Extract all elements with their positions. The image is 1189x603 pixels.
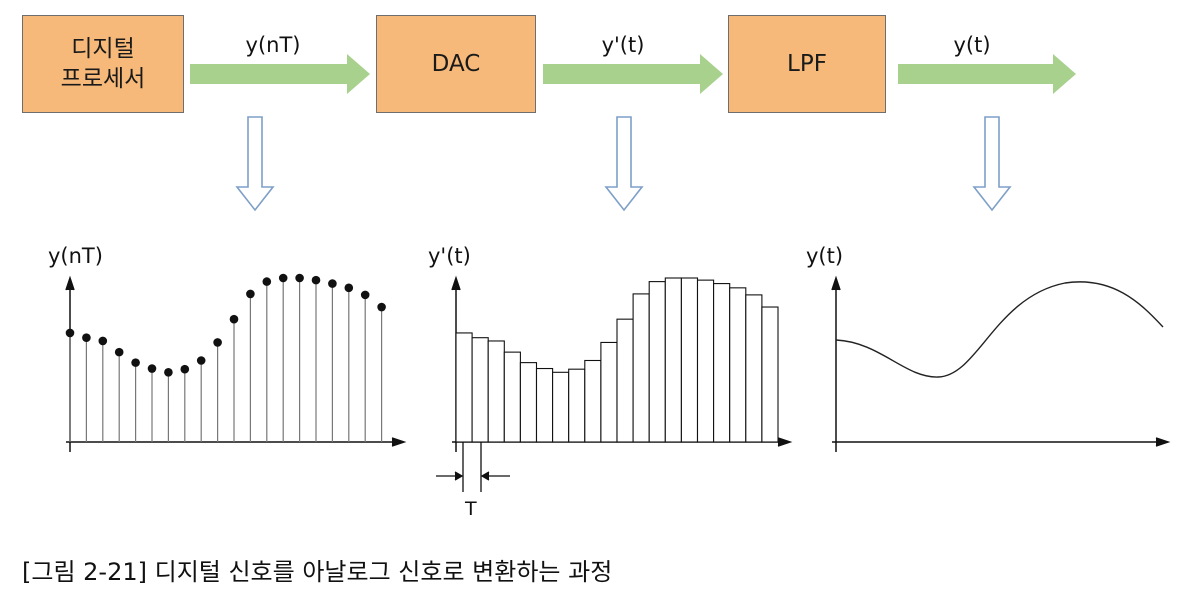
plot2-staircase	[455, 277, 779, 443]
hold-step	[552, 371, 570, 443]
flow-arrow-1	[190, 54, 370, 94]
hold-step	[616, 318, 634, 443]
hold-step	[600, 341, 618, 443]
hold-step	[471, 337, 489, 443]
dac-label: DAC	[431, 51, 481, 77]
flow-arrow-3	[898, 54, 1076, 94]
hold-step	[503, 351, 521, 443]
sample-point	[295, 273, 304, 283]
sample-point	[229, 314, 239, 324]
hold-step	[648, 281, 666, 443]
sample-point	[147, 364, 157, 373]
down-arrow-1	[235, 116, 275, 212]
hold-step	[729, 287, 747, 443]
sample-point	[360, 290, 370, 300]
plot1-axes	[65, 275, 407, 452]
sample-point	[311, 275, 321, 285]
period-marker	[436, 442, 510, 492]
down-arrow-3	[972, 116, 1012, 212]
plot3-title: y(t)	[806, 244, 844, 268]
sample-point	[164, 368, 173, 377]
hold-step	[487, 340, 505, 443]
sample-point	[278, 273, 288, 283]
dac-block: DAC	[376, 15, 536, 113]
hold-step	[455, 332, 473, 443]
hold-step	[664, 277, 682, 443]
digital-processor-block: 디지털 프로세서	[22, 15, 184, 113]
lpf-block: LPF	[728, 15, 886, 113]
sample-point	[114, 347, 124, 357]
hold-step	[761, 306, 779, 443]
hold-step	[713, 283, 731, 443]
sample-point	[65, 328, 75, 338]
figure-caption: [그림 2-21] 디지털 신호를 아날로그 신호로 변환하는 과정	[22, 558, 613, 586]
sample-point	[196, 356, 206, 365]
sample-point	[213, 338, 222, 347]
plot2-title: y'(t)	[428, 244, 471, 268]
hold-step	[696, 279, 715, 443]
sample-point	[131, 358, 140, 367]
signal-label-ynt: y(nT)	[245, 33, 301, 57]
signal-label-yt: y(t)	[953, 33, 991, 57]
hold-step	[745, 294, 763, 443]
plot3-smooth-curve	[835, 281, 1164, 378]
hold-step	[680, 277, 699, 443]
sample-point	[262, 277, 272, 286]
flow-arrow-2	[543, 54, 723, 94]
signal-label-yprime-t: y'(t)	[601, 33, 645, 57]
sample-point	[328, 279, 337, 288]
lpf-label: LPF	[787, 51, 827, 77]
sample-point	[344, 283, 354, 293]
plot1-stems	[65, 273, 386, 442]
sample-point	[377, 302, 386, 312]
digital-processor-label: 디지털 프로세서	[60, 36, 146, 92]
down-arrow-2	[604, 116, 644, 212]
hold-step	[584, 359, 602, 443]
plot1-title: y(nT)	[48, 244, 103, 268]
hold-step	[632, 293, 650, 443]
sample-point	[246, 289, 255, 299]
hold-step	[568, 368, 586, 443]
sample-point	[82, 333, 91, 342]
plot3-axes	[831, 275, 1171, 452]
hold-step	[535, 367, 554, 443]
period-label: T	[465, 498, 477, 520]
sample-point	[180, 364, 190, 374]
hold-step	[519, 362, 538, 443]
sample-point	[98, 336, 108, 346]
